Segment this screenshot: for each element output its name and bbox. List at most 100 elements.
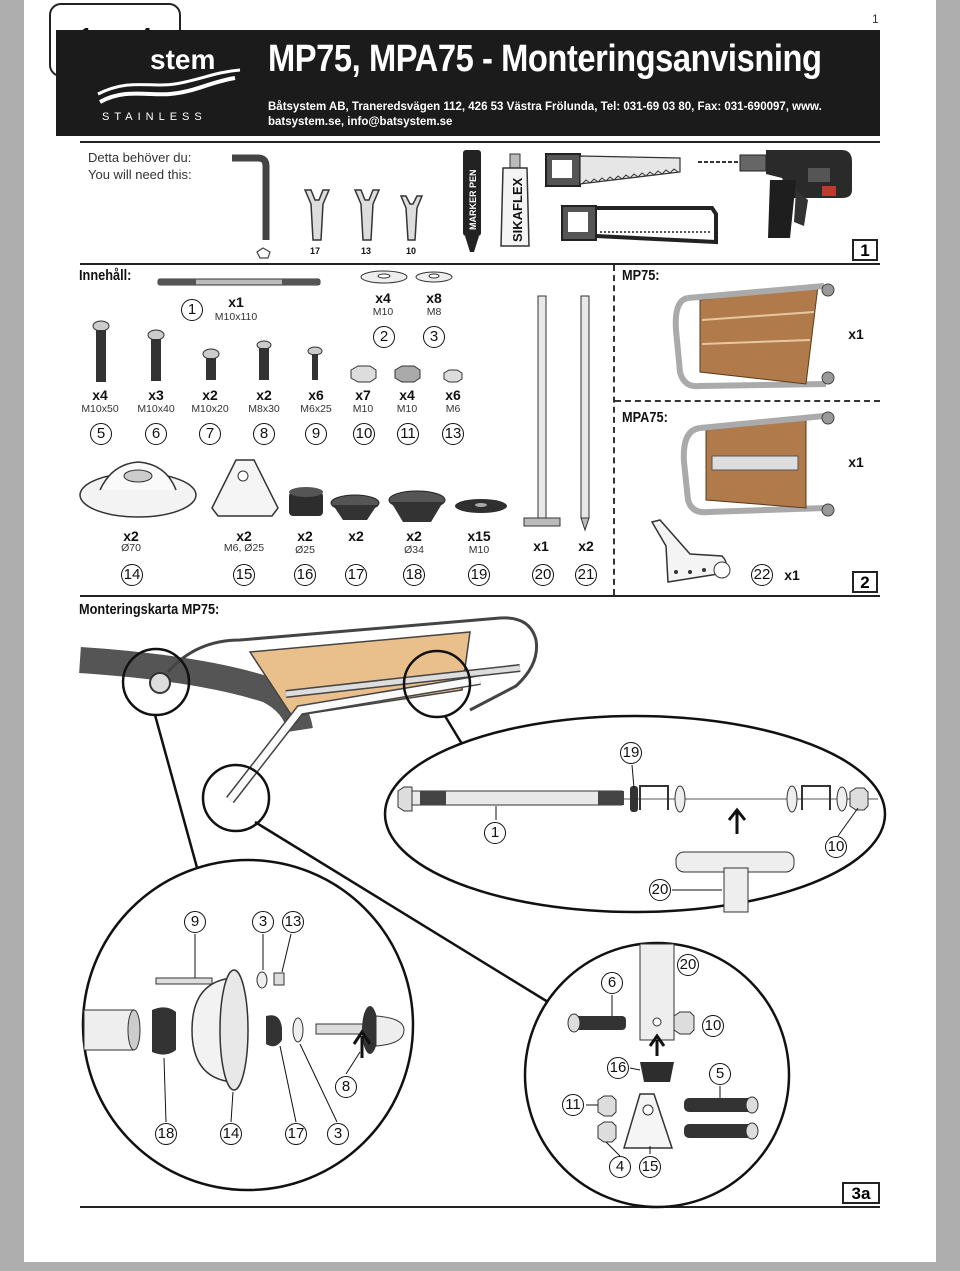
wrench-17-label: 17 [310, 246, 321, 256]
part-14-count: x2 [123, 528, 139, 544]
part-1-size: M10x110 [214, 311, 258, 323]
callout-8: 8 [335, 1076, 357, 1098]
part-13-nut [443, 369, 463, 383]
zoom-marker-2 [402, 649, 472, 719]
part-11-size: M10 [396, 403, 418, 415]
callout-9: 9 [184, 911, 206, 933]
step-1-box: 1 [852, 239, 878, 261]
part-7-count: x2 [202, 387, 218, 403]
part-22-count: x1 [784, 567, 800, 583]
part-14-number: 14 [121, 564, 143, 586]
part-20-tube [523, 295, 561, 527]
part-20-number: 20 [532, 564, 554, 586]
part-8-size: M8x30 [248, 403, 280, 415]
part-10-count: x7 [355, 387, 371, 403]
part-15-bracket [211, 459, 279, 517]
contents-vertical-divider [613, 265, 615, 595]
part-11-nut [394, 365, 421, 383]
part-17-number: 17 [345, 564, 367, 586]
part-16-plug [289, 487, 323, 516]
part-8-bolt [256, 340, 272, 380]
part-10-number: 10 [353, 423, 375, 445]
document-title: MP75, MPA75 - Monteringsanvisning [268, 38, 822, 80]
variant-divider [615, 400, 880, 402]
callout-6: 6 [601, 972, 623, 994]
part-13-number: 13 [442, 423, 464, 445]
part-6-bolt [147, 329, 165, 381]
company-address: Båtsystem AB, Traneredsvägen 112, 426 53… [268, 101, 822, 128]
part-9-bolt [307, 346, 323, 380]
step-2-box: 2 [852, 571, 878, 593]
part-22-hinge [650, 519, 731, 583]
part-10-nut [350, 365, 377, 383]
part-21-number: 21 [575, 564, 597, 586]
marker-pen-text: MARKER PEN [468, 169, 478, 230]
part-15-size: M6, Ø25 [223, 542, 265, 554]
callout-20-right: 20 [649, 879, 671, 901]
divider-bottom [80, 1206, 880, 1208]
divider-contents [80, 595, 880, 597]
part-2-size: M10 [372, 306, 394, 318]
mp75-count: x1 [848, 326, 864, 342]
part-16-count: x2 [297, 528, 313, 544]
mpa75-count: x1 [848, 454, 864, 470]
callout-16: 16 [607, 1057, 629, 1079]
part-9-number: 9 [305, 423, 327, 445]
sikaflex-text: SIKAFLEX [510, 177, 525, 242]
part-18-size: Ø34 [404, 544, 424, 556]
tools-label-en: You will need this: [88, 167, 192, 182]
post-assembly-detail [567, 943, 759, 1149]
part-19-number: 19 [468, 564, 490, 586]
step-3a-box: 3a [842, 1182, 880, 1204]
part-16-number: 16 [294, 564, 316, 586]
part-11-number: 11 [397, 423, 419, 445]
part-6-number: 6 [145, 423, 167, 445]
part-19-rubber-washer [455, 499, 507, 513]
wrench-13-label: 13 [361, 246, 372, 256]
part-7-size: M10x20 [191, 403, 229, 415]
mp75-platform-illustration [672, 283, 835, 390]
wrench-10-icon [399, 195, 424, 241]
base-assembly-detail [83, 969, 405, 1091]
part-13-size: M6 [445, 403, 461, 415]
part-8-count: x2 [256, 387, 272, 403]
assembly-title: Monteringskarta MP75: [79, 601, 220, 618]
platform-overview [149, 616, 539, 804]
callout-10-right: 10 [825, 836, 847, 858]
part-21-count: x2 [578, 538, 594, 554]
brand-subtitle: STAINLESS [102, 111, 207, 123]
part-15-number: 15 [233, 564, 255, 586]
part-7-bolt [202, 348, 220, 380]
power-drill-icon [698, 150, 852, 238]
part-3-washer [415, 271, 453, 283]
callout-15: 15 [639, 1156, 661, 1178]
part-1-number: 1 [181, 299, 203, 321]
callout-13: 13 [282, 911, 304, 933]
callout-10-bottom: 10 [702, 1015, 724, 1037]
contents-title: Innehåll: [79, 267, 132, 284]
callout-14: 14 [220, 1123, 242, 1145]
callout-11: 11 [562, 1094, 584, 1116]
part-19-count: x15 [467, 528, 491, 544]
part-18-count: x2 [406, 528, 422, 544]
sikaflex-tube-icon: SIKAFLEX [500, 153, 530, 247]
wrench-10-label: 10 [406, 246, 417, 256]
part-10-size: M10 [352, 403, 374, 415]
mp75-label: MP75: [622, 267, 660, 284]
part-3-size: M8 [426, 306, 442, 318]
allen-key-icon [232, 154, 271, 259]
part-17-count: x2 [348, 528, 364, 544]
part-5-size: M10x50 [81, 403, 119, 415]
part-5-number: 5 [90, 423, 112, 445]
part-7-number: 7 [199, 423, 221, 445]
rod-assembly-detail [397, 785, 878, 913]
callout-17: 17 [285, 1123, 307, 1145]
part-15-count: x2 [236, 528, 252, 544]
part-16-size: Ø25 [295, 544, 315, 556]
callout-3-top: 3 [252, 911, 274, 933]
tools-label-sv: Detta behöver du: [88, 150, 192, 165]
part-6-count: x3 [148, 387, 164, 403]
callout-18: 18 [155, 1123, 177, 1145]
